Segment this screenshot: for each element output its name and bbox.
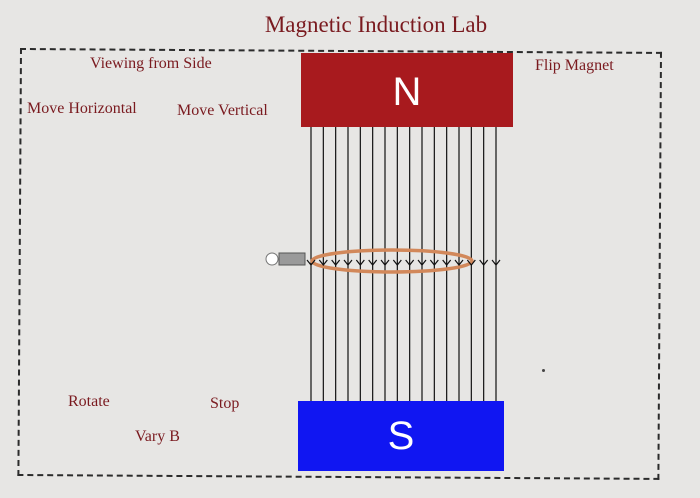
- field-arrow-icon: [405, 259, 415, 266]
- field-arrow-icon: [306, 259, 316, 266]
- wire-loop[interactable]: [310, 248, 474, 274]
- marker-dot: [542, 369, 545, 372]
- rotate-button[interactable]: Rotate: [68, 393, 110, 410]
- field-arrow-icon: [429, 259, 439, 266]
- field-arrow-icon: [318, 259, 328, 266]
- viewing-from-side-button[interactable]: Viewing from Side: [90, 55, 212, 72]
- field-arrow-icon: [368, 259, 378, 266]
- field-arrow-icon: [343, 259, 353, 266]
- loop-handle-icon[interactable]: [265, 252, 306, 266]
- field-arrow-icon: [479, 259, 489, 266]
- move-horizontal-button[interactable]: Move Horizontal: [27, 100, 137, 117]
- field-arrow-icon: [417, 259, 427, 266]
- field-arrow-icon: [491, 259, 501, 266]
- field-arrow-icon: [380, 259, 390, 266]
- stop-button[interactable]: Stop: [210, 395, 240, 412]
- field-arrow-icon: [454, 259, 464, 266]
- south-pole: S: [298, 401, 504, 471]
- move-vertical-button[interactable]: Move Vertical: [177, 102, 268, 119]
- field-arrow-icon: [442, 259, 452, 266]
- field-arrow-icon: [466, 259, 476, 266]
- vary-b-button[interactable]: Vary B: [135, 428, 180, 445]
- app-title: Magnetic Induction Lab: [264, 12, 488, 37]
- field-arrow-icon: [331, 259, 341, 266]
- field-arrow-icon: [392, 259, 402, 266]
- north-pole: N: [301, 53, 513, 127]
- flip-magnet-button[interactable]: Flip Magnet: [535, 57, 614, 74]
- field-arrow-icon: [355, 259, 365, 266]
